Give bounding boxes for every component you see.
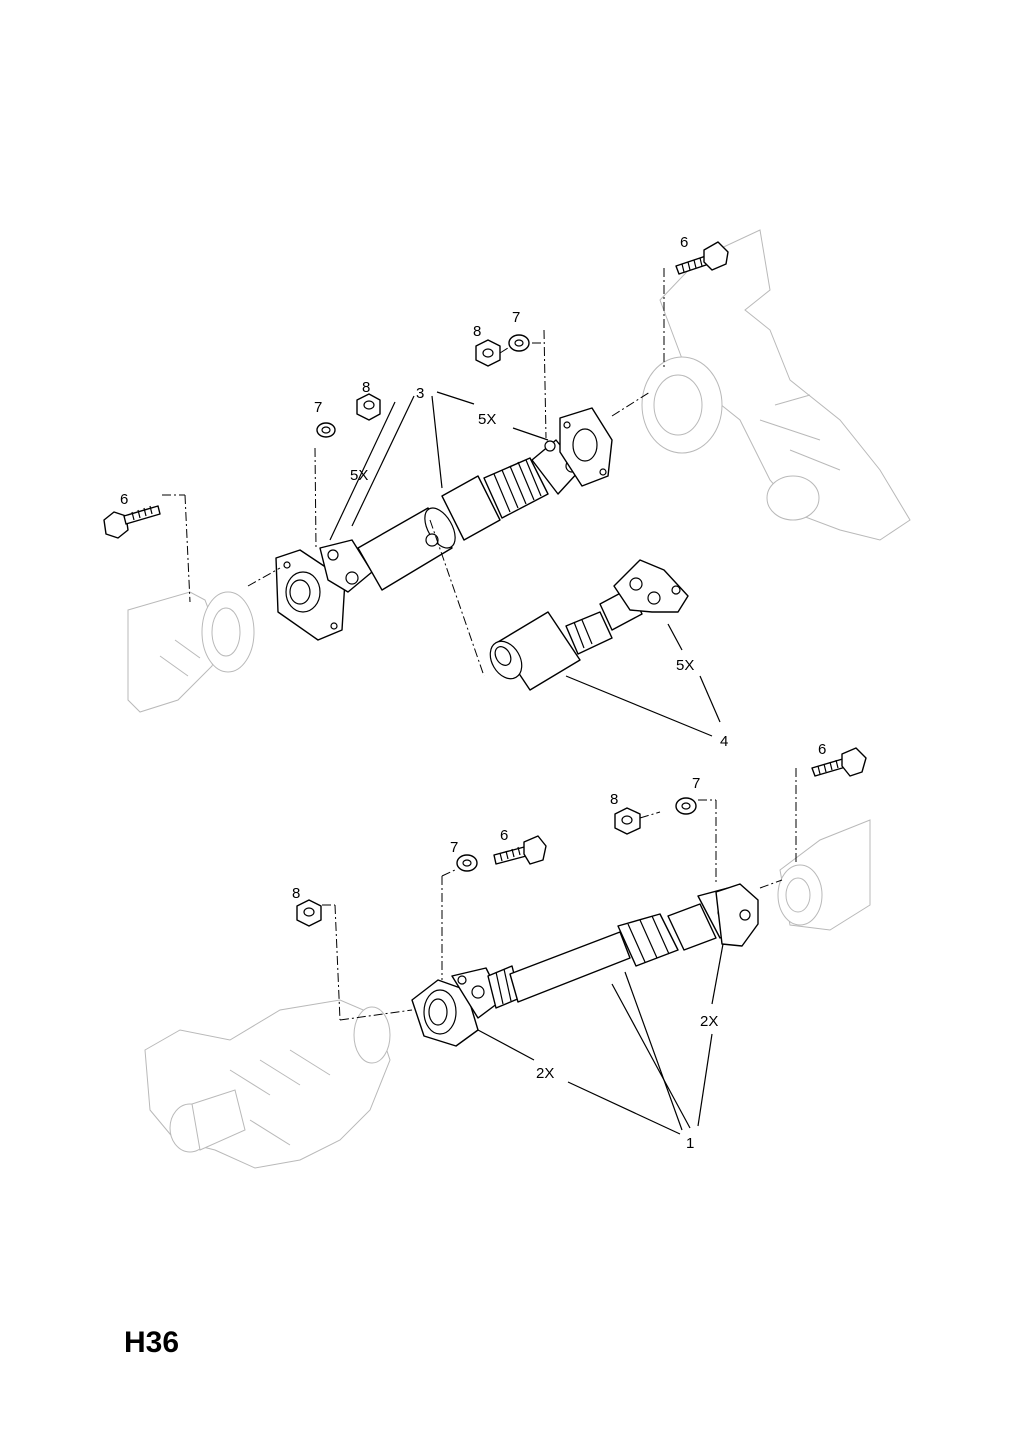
callout-nut-top-left: 8: [362, 379, 370, 396]
rear-axle-ghost-top-right: [641, 229, 911, 541]
callout-bolt-bottom-left: 6: [500, 827, 508, 844]
propshaft-top-assembly: [275, 407, 613, 641]
callout-bolt-bottom-right: 6: [818, 741, 826, 758]
nut-icon: [356, 393, 381, 421]
washer-icon: [456, 854, 478, 872]
callout-washer-bottom-right: 7: [692, 775, 700, 792]
propshaft-bottom-assembly: [411, 883, 759, 1047]
washer-icon: [508, 334, 530, 352]
callout-washer-bottom-left: 7: [450, 839, 458, 856]
washer-icon: [675, 797, 697, 815]
washer-icon: [316, 422, 336, 438]
page-code: H36: [124, 1326, 179, 1359]
callout-washer-top-left: 7: [314, 399, 322, 416]
bolt-icon: [103, 505, 161, 539]
callout-nut-bottom-right: 8: [610, 791, 618, 808]
bolt-icon: [811, 747, 867, 777]
bolt-icon: [493, 835, 547, 865]
nut-icon: [614, 807, 641, 835]
nut-icon: [296, 899, 322, 927]
callout-washer-top-right: 7: [512, 309, 520, 326]
nut-icon: [475, 339, 501, 367]
callout-count-top-left: 5X: [350, 467, 368, 484]
callout-shaft-alt: 4: [720, 733, 728, 750]
gearbox-ghost-bottom-left: [144, 999, 391, 1169]
callout-nut-bottom-left: 8: [292, 885, 300, 902]
callout-count-bottom-left: 2X: [536, 1065, 554, 1082]
callout-shaft-top: 3: [416, 385, 424, 402]
gearbox-output-ghost-top-left: [127, 591, 255, 713]
propshaft-alternative: [489, 559, 689, 691]
callout-shaft-bottom: 1: [686, 1135, 694, 1152]
callout-bolt-top-left: 6: [120, 491, 128, 508]
callout-count-top-right: 5X: [478, 411, 496, 428]
rear-axle-ghost-bottom-right: [777, 819, 871, 931]
callout-count-alt: 5X: [676, 657, 694, 674]
bolt-icon: [675, 241, 729, 275]
callout-count-bottom-right: 2X: [700, 1013, 718, 1030]
callout-nut-top-right: 8: [473, 323, 481, 340]
callout-bolt-top-right: 6: [680, 234, 688, 251]
